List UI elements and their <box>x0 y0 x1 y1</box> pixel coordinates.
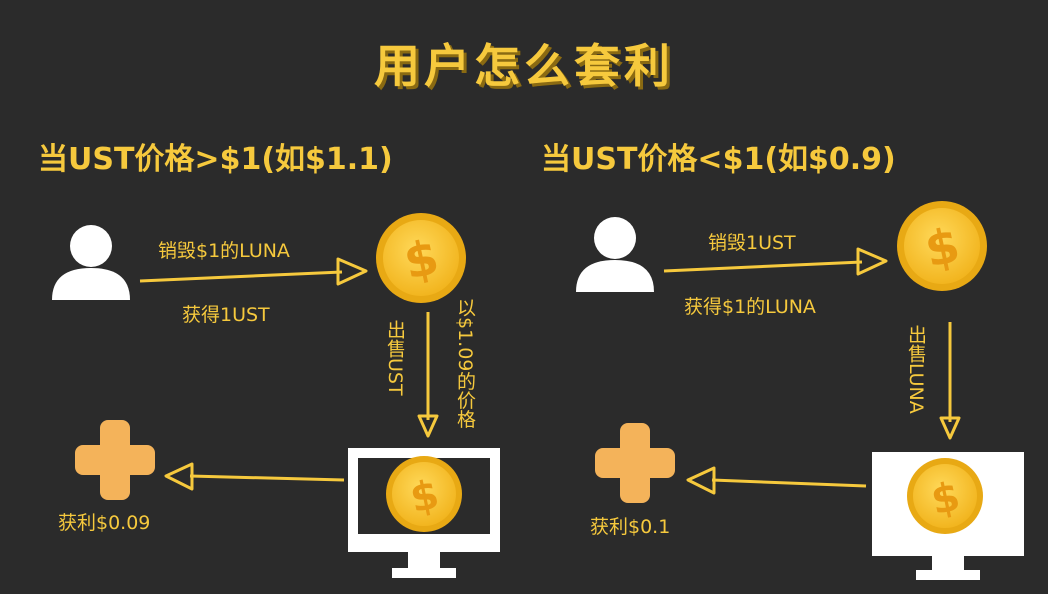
left-plus-icon <box>75 420 155 500</box>
right-plus-icon <box>595 423 675 503</box>
right-burn-arrow <box>663 247 888 276</box>
left-price-label: 以$1.09的价格 <box>454 298 476 429</box>
left-sell-arrow <box>417 312 439 438</box>
right-sell-arrow <box>939 322 961 440</box>
right-user-icon <box>576 217 654 292</box>
page-title: 用户怎么套利 <box>374 39 674 93</box>
left-burn-arrow <box>139 257 368 286</box>
right-top-coin-icon: $ <box>897 201 987 291</box>
right-profit-label: 获利$0.1 <box>590 516 671 538</box>
left-sell-label: 出售UST <box>384 320 406 396</box>
right-arrow-top-label: 销毁1UST <box>708 232 796 254</box>
right-profit-arrow <box>686 466 867 495</box>
left-arrow-bottom-label: 获得1UST <box>182 304 270 326</box>
left-arrow-top-label: 销毁$1的LUNA <box>158 240 290 262</box>
right-arrow-bottom-label: 获得$1的LUNA <box>684 296 816 318</box>
left-user-icon <box>52 225 130 300</box>
left-heading: 当UST价格>$1(如$1.1) <box>38 142 393 177</box>
left-monitor-icon: $ <box>348 448 500 578</box>
left-profit-label: 获利$0.09 <box>58 512 151 534</box>
left-top-coin-icon: $ <box>376 213 466 303</box>
left-profit-arrow <box>164 462 345 491</box>
right-monitor-icon: $ <box>872 452 1024 580</box>
right-heading: 当UST价格<$1(如$0.9) <box>541 142 896 177</box>
right-sell-label: 出售LUNA <box>905 325 927 414</box>
